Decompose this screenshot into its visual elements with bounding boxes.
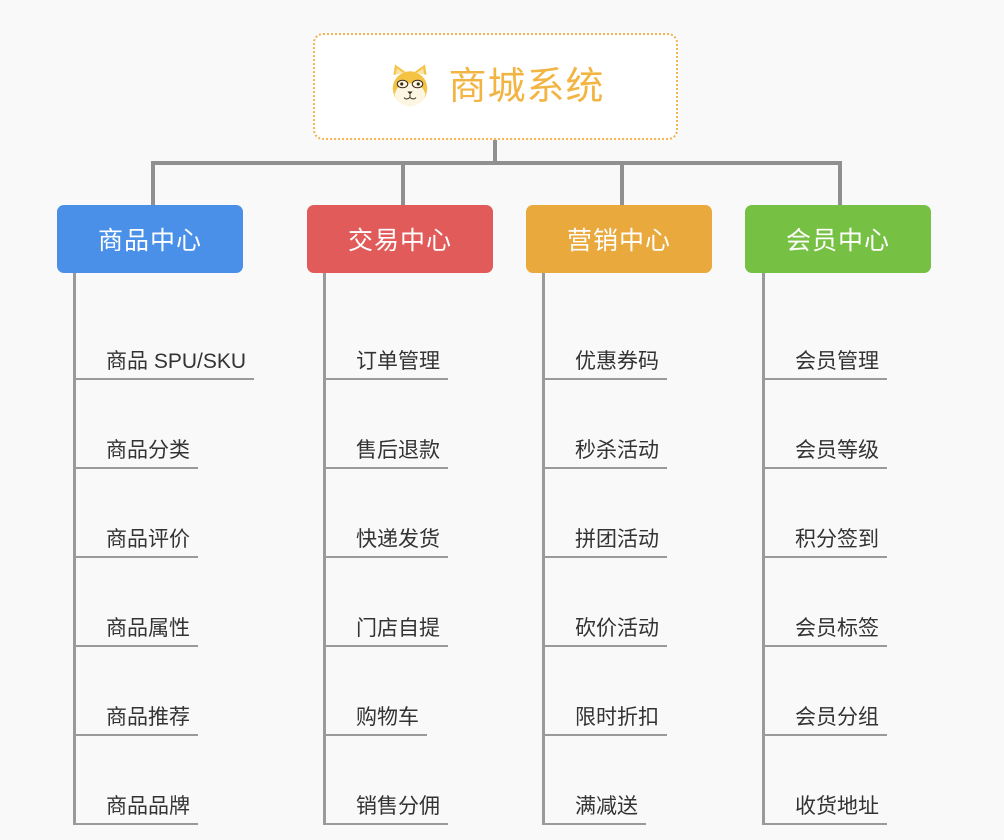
leaf-item-label: 销售分佣 — [356, 794, 440, 818]
leaf-item[interactable]: 收货地址 — [765, 736, 887, 825]
leaf-item[interactable]: 快递发货 — [326, 469, 448, 558]
leaf-underline: 商品品牌 — [76, 794, 198, 825]
leaf-item-label: 快递发货 — [356, 527, 440, 551]
leaf-item-label: 售后退款 — [356, 438, 440, 462]
leaf-underline: 优惠券码 — [545, 349, 667, 380]
category-label: 营销中心 — [566, 227, 671, 255]
leaf-item-label: 商品 SPU/SKU — [106, 349, 247, 373]
leaf-item-label: 会员等级 — [795, 438, 879, 462]
leaf-item[interactable]: 砍价活动 — [545, 558, 667, 647]
leaf-item[interactable]: 商品属性 — [76, 558, 198, 647]
connector-horizontal-bus — [151, 161, 842, 165]
category-box-3[interactable]: 营销中心 — [526, 205, 712, 273]
leaf-underline: 售后退款 — [326, 438, 448, 469]
leaf-underline: 购物车 — [326, 705, 427, 736]
leaf-item[interactable]: 会员等级 — [765, 380, 887, 469]
leaf-item[interactable]: 购物车 — [326, 647, 427, 736]
leaf-item[interactable]: 限时折扣 — [545, 647, 667, 736]
leaf-underline: 快递发货 — [326, 527, 448, 558]
leaf-underline: 商品评价 — [76, 527, 198, 558]
root-node-mall-system[interactable]: 商城系统 — [313, 33, 678, 140]
leaf-underline: 积分签到 — [765, 527, 887, 558]
leaf-item-label: 满减送 — [575, 794, 638, 818]
category-label: 商品中心 — [97, 227, 202, 255]
connector-drop-2 — [401, 161, 405, 207]
leaf-underline: 满减送 — [545, 794, 646, 825]
category-label: 会员中心 — [785, 227, 890, 255]
leaf-underline: 收货地址 — [765, 794, 887, 825]
connector-drop-1 — [151, 161, 155, 207]
leaf-spine — [323, 273, 326, 825]
leaf-item-label: 商品评价 — [106, 527, 190, 551]
leaf-underline: 会员标签 — [765, 616, 887, 647]
leaf-item[interactable]: 商品评价 — [76, 469, 198, 558]
leaf-item[interactable]: 商品 SPU/SKU — [76, 291, 255, 380]
category-box-1[interactable]: 商品中心 — [57, 205, 243, 273]
leaf-underline: 砍价活动 — [545, 616, 667, 647]
leaf-underline: 会员分组 — [765, 705, 887, 736]
leaf-spine — [542, 273, 545, 825]
leaf-underline: 门店自提 — [326, 616, 448, 647]
leaf-item-label: 商品品牌 — [106, 794, 190, 818]
leaf-item[interactable]: 售后退款 — [326, 380, 448, 469]
leaf-item[interactable]: 会员管理 — [765, 291, 887, 380]
leaf-item-label: 会员管理 — [795, 349, 879, 373]
leaf-item[interactable]: 商品分类 — [76, 380, 198, 469]
leaf-item[interactable]: 秒杀活动 — [545, 380, 667, 469]
leaf-item[interactable]: 优惠券码 — [545, 291, 667, 380]
leaf-underline: 订单管理 — [326, 349, 448, 380]
leaf-item-label: 积分签到 — [795, 527, 879, 551]
leaf-spine — [73, 273, 76, 825]
leaf-underline: 销售分佣 — [326, 794, 448, 825]
connector-drop-3 — [620, 161, 624, 207]
leaf-item-label: 购物车 — [356, 705, 419, 729]
leaf-item[interactable]: 商品推荐 — [76, 647, 198, 736]
category-box-2[interactable]: 交易中心 — [307, 205, 493, 273]
leaf-underline: 限时折扣 — [545, 705, 667, 736]
leaf-item[interactable]: 满减送 — [545, 736, 646, 825]
leaf-underline: 商品属性 — [76, 616, 198, 647]
leaf-item-label: 砍价活动 — [575, 616, 659, 640]
leaf-item[interactable]: 会员标签 — [765, 558, 887, 647]
connector-root-stem — [493, 140, 497, 165]
leaf-item-label: 商品属性 — [106, 616, 190, 640]
leaf-underline: 秒杀活动 — [545, 438, 667, 469]
leaf-item-label: 商品分类 — [106, 438, 190, 462]
leaf-item-label: 秒杀活动 — [575, 438, 659, 462]
leaf-item-label: 拼团活动 — [575, 527, 659, 551]
leaf-item-label: 限时折扣 — [575, 705, 659, 729]
category-box-4[interactable]: 会员中心 — [745, 205, 931, 273]
leaf-item[interactable]: 门店自提 — [326, 558, 448, 647]
leaf-underline: 会员等级 — [765, 438, 887, 469]
leaf-item-label: 会员分组 — [795, 705, 879, 729]
leaf-item-label: 商品推荐 — [106, 705, 190, 729]
leaf-spine — [762, 273, 765, 825]
leaf-item[interactable]: 会员分组 — [765, 647, 887, 736]
leaf-underline: 拼团活动 — [545, 527, 667, 558]
category-label: 交易中心 — [347, 227, 452, 255]
leaf-item[interactable]: 积分签到 — [765, 469, 887, 558]
leaf-item[interactable]: 商品品牌 — [76, 736, 198, 825]
connector-drop-4 — [838, 161, 842, 207]
leaf-underline: 商品分类 — [76, 438, 198, 469]
leaf-item-label: 门店自提 — [356, 616, 440, 640]
leaf-item[interactable]: 订单管理 — [326, 291, 448, 380]
leaf-item-label: 收货地址 — [795, 794, 879, 818]
leaf-underline: 商品 SPU/SKU — [76, 349, 255, 380]
leaf-item-label: 订单管理 — [356, 349, 440, 373]
leaf-underline: 会员管理 — [765, 349, 887, 380]
root-title: 商城系统 — [448, 65, 605, 108]
leaf-item[interactable]: 拼团活动 — [545, 469, 667, 558]
shiba-dog-face-icon — [386, 63, 434, 111]
leaf-item-label: 优惠券码 — [575, 349, 659, 373]
leaf-item[interactable]: 销售分佣 — [326, 736, 448, 825]
leaf-underline: 商品推荐 — [76, 705, 198, 736]
leaf-item-label: 会员标签 — [795, 616, 879, 640]
